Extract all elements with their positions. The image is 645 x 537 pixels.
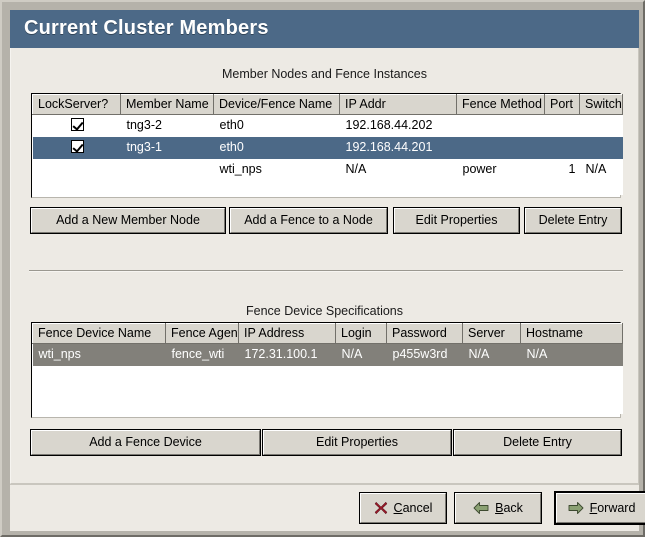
table-row[interactable]: tng3-1 eth0 192.168.44.201 xyxy=(32,136,623,159)
table-header-row: LockServer? Member Name Device/Fence Nam… xyxy=(32,94,623,115)
cell-port xyxy=(544,114,580,137)
cell-ip-address: 172.31.100.1 xyxy=(238,343,336,366)
action-bar: Cancel Back Forward xyxy=(10,484,645,531)
button-label: Add a Fence Device xyxy=(89,435,202,450)
cell-member-name: tng3-1 xyxy=(120,136,214,159)
add-fence-device-button[interactable]: Add a Fence Device xyxy=(30,429,261,456)
delete-fence-entry-button[interactable]: Delete Entry xyxy=(453,429,622,456)
column-header-server[interactable]: Server xyxy=(462,323,521,344)
cell-device-fence-name: eth0 xyxy=(213,136,340,159)
column-header-fence-agent[interactable]: Fence Agent xyxy=(165,323,239,344)
section-divider xyxy=(29,270,623,272)
cell-device-fence-name: wti_nps xyxy=(213,158,340,181)
column-header-device-fence-name[interactable]: Device/Fence Name xyxy=(213,94,340,115)
table-row[interactable]: wti_nps fence_wti 172.31.100.1 N/A p455w… xyxy=(32,343,623,366)
cell-hostname: N/A xyxy=(520,343,623,366)
cell-port: 1 xyxy=(544,158,580,181)
button-label-rest: ack xyxy=(503,500,523,515)
cell-lockserver[interactable] xyxy=(32,114,121,137)
column-header-switch[interactable]: Switch xyxy=(579,94,623,115)
empty-cell xyxy=(32,365,623,414)
cell-fence-agent: fence_wti xyxy=(165,343,239,366)
fence-devices-table: Fence Device Name Fence Agent IP Address… xyxy=(32,323,623,414)
lockserver-checkbox[interactable] xyxy=(71,140,84,153)
button-mnemonic: F xyxy=(589,500,598,515)
edit-member-properties-button[interactable]: Edit Properties xyxy=(393,207,520,234)
cell-device-fence-name: eth0 xyxy=(213,114,340,137)
button-label: Forward xyxy=(590,502,636,515)
cell-switch xyxy=(579,114,623,137)
member-nodes-table-body: tng3-2 eth0 192.168.44.202 tng3-1 eth0 xyxy=(32,114,623,195)
member-nodes-table: LockServer? Member Name Device/Fence Nam… xyxy=(32,94,623,195)
cell-lockserver xyxy=(32,158,121,181)
cell-fence-method xyxy=(456,114,545,137)
button-label: Back xyxy=(495,502,523,515)
cell-lockserver[interactable] xyxy=(32,136,121,159)
main-panel: Member Nodes and Fence Instances LockSer… xyxy=(10,48,639,484)
cell-ip-addr: N/A xyxy=(339,158,457,181)
fence-section-heading: Fence Device Specifications xyxy=(245,304,404,318)
empty-cell xyxy=(32,180,623,195)
members-section-heading: Member Nodes and Fence Instances xyxy=(222,67,427,81)
column-header-lockserver[interactable]: LockServer? xyxy=(32,94,121,115)
arrow-right-icon xyxy=(568,501,584,515)
title-bar: Current Cluster Members xyxy=(10,10,639,48)
column-header-ip-addr[interactable]: IP Addr xyxy=(339,94,457,115)
column-header-port[interactable]: Port xyxy=(544,94,580,115)
fence-devices-table-container[interactable]: Fence Device Name Fence Agent IP Address… xyxy=(31,322,623,418)
button-label: Add a Fence to a Node xyxy=(244,213,373,228)
button-label-rest: orward xyxy=(597,500,636,515)
table-empty-space xyxy=(32,365,623,414)
add-fence-to-node-button[interactable]: Add a Fence to a Node xyxy=(229,207,388,234)
cell-switch: N/A xyxy=(579,158,623,181)
column-header-password[interactable]: Password xyxy=(386,323,463,344)
button-label: Delete Entry xyxy=(538,213,608,228)
cell-ip-addr: 192.168.44.201 xyxy=(339,136,457,159)
column-header-login[interactable]: Login xyxy=(335,323,387,344)
cell-member-name xyxy=(120,158,214,181)
button-label: Edit Properties xyxy=(316,435,398,450)
lockserver-checkbox[interactable] xyxy=(71,118,84,132)
column-header-member-name[interactable]: Member Name xyxy=(120,94,214,115)
table-header-row: Fence Device Name Fence Agent IP Address… xyxy=(32,323,623,344)
button-label: Add a New Member Node xyxy=(56,213,200,228)
fence-devices-table-body: wti_nps fence_wti 172.31.100.1 N/A p455w… xyxy=(32,343,623,414)
edit-fence-properties-button[interactable]: Edit Properties xyxy=(262,429,452,456)
cancel-button[interactable]: Cancel xyxy=(359,492,447,524)
cell-server: N/A xyxy=(462,343,521,366)
cell-fence-device-name: wti_nps xyxy=(32,343,166,366)
button-label: Cancel xyxy=(394,502,433,515)
table-row[interactable]: tng3-2 eth0 192.168.44.202 xyxy=(32,114,623,137)
cell-login: N/A xyxy=(335,343,387,366)
button-mnemonic: B xyxy=(495,500,504,515)
cell-fence-method xyxy=(456,136,545,159)
cell-switch xyxy=(579,136,623,159)
member-nodes-table-container[interactable]: LockServer? Member Name Device/Fence Nam… xyxy=(31,93,623,198)
delete-member-entry-button[interactable]: Delete Entry xyxy=(524,207,622,234)
button-mnemonic: C xyxy=(393,500,403,515)
add-new-member-node-button[interactable]: Add a New Member Node xyxy=(30,207,226,234)
cancel-x-icon xyxy=(374,501,388,515)
column-header-hostname[interactable]: Hostname xyxy=(520,323,623,344)
button-label: Delete Entry xyxy=(503,435,572,450)
arrow-left-icon xyxy=(473,501,489,515)
table-row[interactable]: wti_nps N/A power 1 N/A xyxy=(32,158,623,181)
column-header-fence-method[interactable]: Fence Method xyxy=(456,94,545,115)
cell-member-name: tng3-2 xyxy=(120,114,214,137)
cell-fence-method: power xyxy=(456,158,545,181)
cell-ip-addr: 192.168.44.202 xyxy=(339,114,457,137)
column-header-ip-address[interactable]: IP Address xyxy=(238,323,336,344)
forward-button[interactable]: Forward xyxy=(554,491,645,525)
table-empty-space xyxy=(32,180,623,195)
button-label-rest: ancel xyxy=(402,500,433,515)
cell-port xyxy=(544,136,580,159)
button-label: Edit Properties xyxy=(415,213,498,228)
page-title: Current Cluster Members xyxy=(24,17,269,39)
column-header-fence-device-name[interactable]: Fence Device Name xyxy=(32,323,166,344)
back-button[interactable]: Back xyxy=(454,492,542,524)
cell-password: p455w3rd xyxy=(386,343,463,366)
